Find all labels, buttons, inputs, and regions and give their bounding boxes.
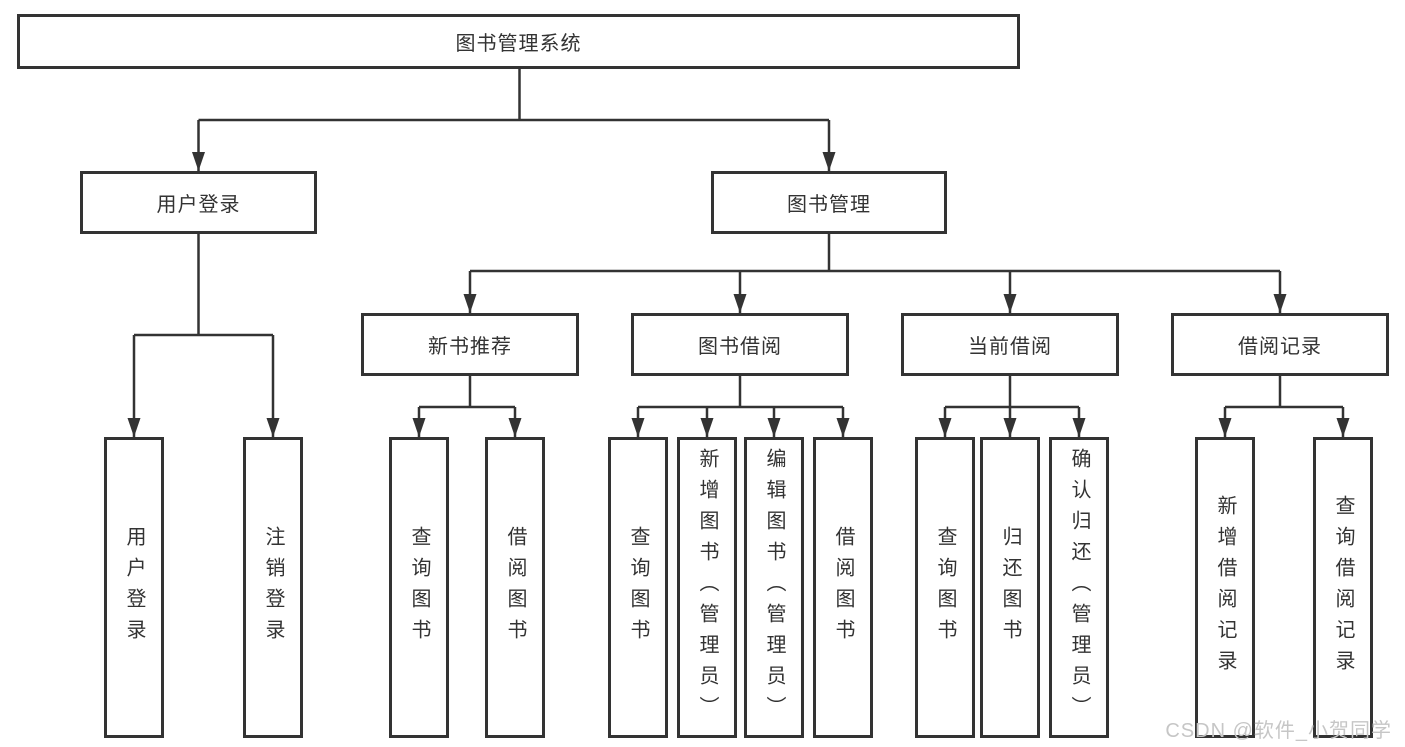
leaf-borrow-books-1-label: 借阅图书 xyxy=(504,525,526,650)
leaf-add-borrow-record-label: 新增借阅记录 xyxy=(1214,494,1236,681)
leaf-edit-book-admin: 编辑图书（管理员） xyxy=(744,437,804,738)
leaf-query-books-1: 查询图书 xyxy=(389,437,449,738)
leaf-logout-label: 注销登录 xyxy=(262,525,284,650)
leaf-query-books-1-label: 查询图书 xyxy=(408,525,430,650)
node-borrow-records: 借阅记录 xyxy=(1171,313,1389,376)
leaf-confirm-return-admin: 确认归还（管理员） xyxy=(1049,437,1109,738)
leaf-query-books-3: 查询图书 xyxy=(915,437,975,738)
leaf-user-login: 用户登录 xyxy=(104,437,164,738)
leaf-add-book-admin-label: 新增图书（管理员） xyxy=(696,448,718,727)
watermark: CSDN @软件_小贺同学 xyxy=(1165,720,1392,742)
leaf-return-books-label: 归还图书 xyxy=(999,525,1021,650)
leaf-return-books: 归还图书 xyxy=(980,437,1040,738)
leaf-logout: 注销登录 xyxy=(243,437,303,738)
leaf-user-login-label: 用户登录 xyxy=(123,525,145,650)
node-book-management: 图书管理 xyxy=(711,171,947,234)
leaf-add-borrow-record: 新增借阅记录 xyxy=(1195,437,1255,738)
leaf-query-borrow-record: 查询借阅记录 xyxy=(1313,437,1373,738)
node-user-login: 用户登录 xyxy=(80,171,317,234)
node-current-borrowing: 当前借阅 xyxy=(901,313,1119,376)
node-new-book-recommendation: 新书推荐 xyxy=(361,313,579,376)
node-root: 图书管理系统 xyxy=(17,14,1020,69)
leaf-borrow-books-2-label: 借阅图书 xyxy=(832,525,854,650)
node-book-borrowing: 图书借阅 xyxy=(631,313,849,376)
leaf-edit-book-admin-label: 编辑图书（管理员） xyxy=(763,448,785,727)
leaf-query-books-2: 查询图书 xyxy=(608,437,668,738)
leaf-query-books-2-label: 查询图书 xyxy=(627,525,649,650)
leaf-borrow-books-2: 借阅图书 xyxy=(813,437,873,738)
leaf-query-borrow-record-label: 查询借阅记录 xyxy=(1332,494,1354,681)
leaf-query-books-3-label: 查询图书 xyxy=(934,525,956,650)
leaf-borrow-books-1: 借阅图书 xyxy=(485,437,545,738)
leaf-confirm-return-admin-label: 确认归还（管理员） xyxy=(1068,448,1090,727)
leaf-add-book-admin: 新增图书（管理员） xyxy=(677,437,737,738)
